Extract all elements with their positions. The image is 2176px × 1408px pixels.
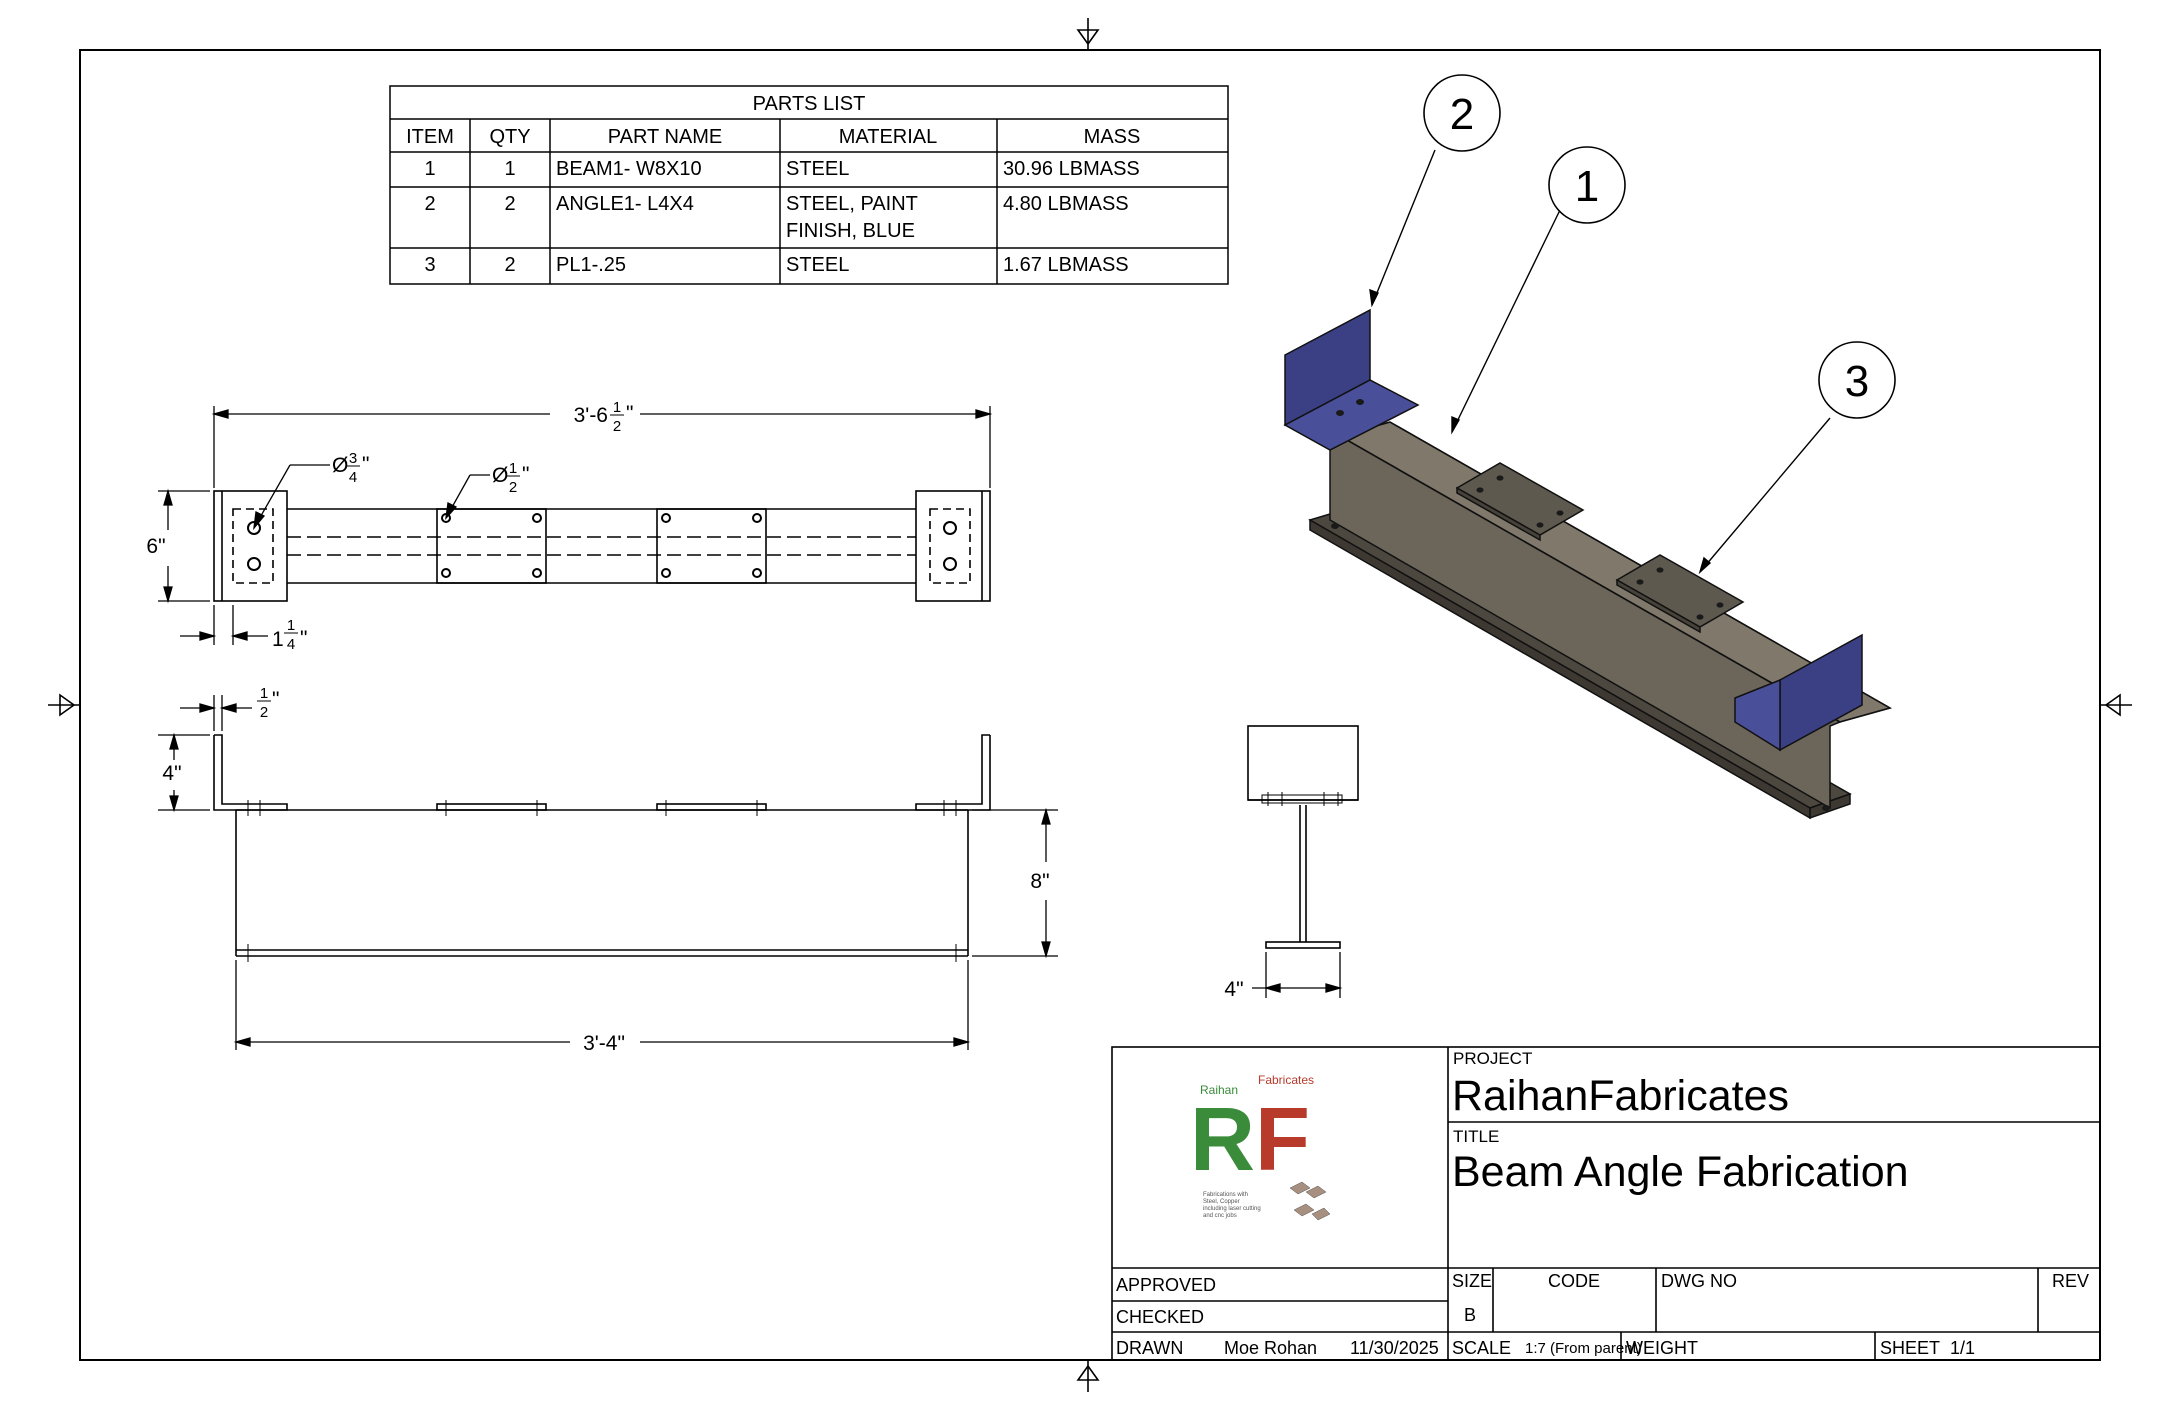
project-name: RaihanFabricates [1452, 1072, 1789, 1120]
col-header-part-name: PART NAME [608, 126, 722, 148]
row3-material: STEEL [786, 254, 849, 276]
hole-large-callout: Ø [332, 454, 348, 477]
row3-qty: 2 [504, 254, 515, 276]
balloon-1-label: 1 [1575, 162, 1599, 211]
checked-label: CHECKED [1116, 1307, 1204, 1327]
sheet-value: 1/1 [1950, 1338, 1975, 1358]
hole-large-frac-den: 4 [349, 469, 357, 486]
sheet-label: SHEET [1880, 1338, 1940, 1358]
hole-small-frac-num: 1 [509, 460, 517, 477]
project-label: PROJECT [1453, 1049, 1532, 1068]
scale-label: SCALE [1452, 1338, 1511, 1358]
row3-mass: 1.67 LBMASS [1003, 254, 1129, 276]
rev-label: REV [2052, 1271, 2089, 1291]
title-block [1111, 1046, 2101, 1361]
approved-label: APPROVED [1116, 1275, 1216, 1295]
side-view [1247, 725, 1359, 949]
parts-list-title: PARTS LIST [753, 93, 866, 115]
drawn-label: DRAWN [1116, 1338, 1183, 1358]
balloon-1 [1548, 146, 1626, 224]
size-value: B [1464, 1305, 1476, 1325]
side-view-dimensions [1252, 952, 1343, 998]
overall-length-inch: " [626, 402, 633, 425]
front-view [213, 734, 991, 962]
edge-offset-frac-num: 1 [287, 617, 295, 634]
row3-item: 3 [424, 254, 435, 276]
drawn-by: Moe Rohan [1224, 1338, 1317, 1358]
logo-caption-1: Fabrications with [1203, 1192, 1248, 1198]
top-view [213, 490, 991, 602]
overall-length-frac-den: 2 [613, 418, 621, 435]
logo-caption-4: and cnc jobs [1203, 1213, 1237, 1219]
logo-word-left: Raihan [1200, 1083, 1238, 1097]
row2-material-line2: FINISH, BLUE [786, 220, 915, 242]
row1-material: STEEL [786, 158, 849, 180]
row3-part-name: PL1-.25 [556, 254, 626, 276]
isometric-view [1283, 308, 1892, 820]
size-label: SIZE [1452, 1271, 1492, 1291]
angle-thickness-frac-den: 2 [260, 704, 268, 721]
balloon-3 [1818, 341, 1896, 419]
hole-small-frac-den: 2 [509, 479, 517, 496]
angle-thickness-inch: " [272, 688, 279, 711]
col-header-mass: MASS [1084, 126, 1141, 148]
hole-small-callout: Ø [492, 464, 508, 487]
parts-list-table [389, 85, 1229, 285]
front-view-dimensions [158, 695, 1058, 1050]
logo-word-right: Fabricates [1258, 1073, 1314, 1087]
col-header-item: ITEM [406, 126, 454, 148]
angle-height-dim: 4" [162, 762, 181, 785]
balloons [1423, 74, 1896, 419]
row1-item: 1 [424, 158, 435, 180]
hole-large-inch: " [362, 453, 369, 476]
balloon-2 [1423, 74, 1501, 152]
row1-mass: 30.96 LBMASS [1003, 158, 1140, 180]
row2-item: 2 [424, 193, 435, 215]
balloon-3-label: 3 [1845, 357, 1869, 406]
code-label: CODE [1548, 1271, 1600, 1291]
row2-mass: 4.80 LBMASS [1003, 193, 1129, 215]
hole-small-inch: " [522, 463, 529, 486]
logo-caption-3: including laser cutting [1203, 1206, 1261, 1212]
weight-label: WEIGHT [1626, 1338, 1698, 1358]
balloon-leaders [1369, 149, 1831, 575]
overall-length-frac-num: 1 [613, 399, 621, 416]
top-view-dimensions [158, 406, 993, 645]
edge-offset-dim: 1 [272, 628, 284, 651]
company-logo: Raihan Fabricates RF Fabrications with S… [1190, 1073, 1331, 1221]
row2-part-name: ANGLE1- L4X4 [556, 193, 694, 215]
overall-length-dim: 3'-6 [574, 404, 608, 427]
logo-letters: RF [1190, 1090, 1310, 1190]
row2-material-line1: STEEL, PAINT [786, 193, 918, 215]
center-marks [48, 18, 2132, 1392]
beam-length-dim: 3'-4" [583, 1032, 625, 1055]
title-label: TITLE [1453, 1127, 1499, 1146]
row1-part-name: BEAM1- W8X10 [556, 158, 702, 180]
drawn-date: 11/30/2025 [1350, 1338, 1439, 1358]
beam-depth-dim: 8" [1030, 870, 1049, 893]
width-dim: 6" [146, 535, 165, 558]
logo-caption-2: Steel, Copper [1203, 1199, 1240, 1205]
angle-thickness-frac-num: 1 [260, 685, 268, 702]
scale-value: 1:7 (From parent) [1525, 1340, 1642, 1357]
edge-offset-inch: " [300, 627, 307, 650]
row2-qty: 2 [504, 193, 515, 215]
col-header-material: MATERIAL [839, 126, 938, 148]
dwg-no-label: DWG NO [1661, 1271, 1737, 1291]
flange-width-dim: 4" [1224, 978, 1243, 1001]
logo-bracket-icon [1289, 1181, 1331, 1221]
drawing-title: Beam Angle Fabrication [1452, 1148, 1909, 1196]
col-header-qty: QTY [489, 126, 530, 148]
edge-offset-frac-den: 4 [287, 636, 295, 653]
balloon-2-label: 2 [1450, 90, 1474, 139]
hole-large-frac-num: 3 [349, 450, 357, 467]
row1-qty: 1 [504, 158, 515, 180]
